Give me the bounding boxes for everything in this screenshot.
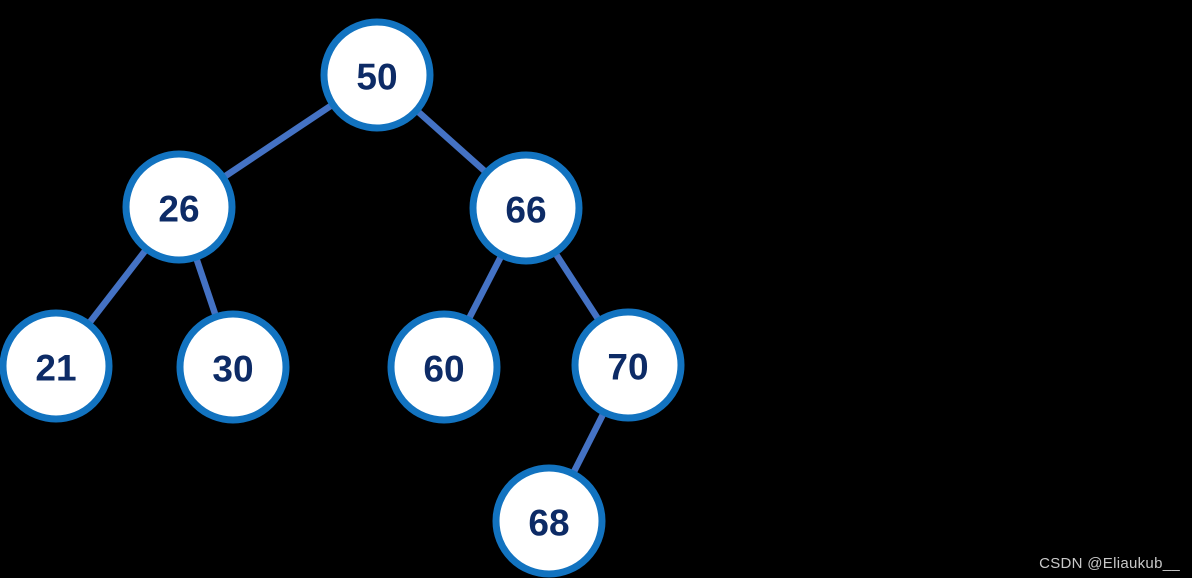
tree-node-circle-30: [176, 310, 290, 424]
tree-node-circle-26: [122, 150, 236, 264]
tree-node-circle-60: [387, 310, 501, 424]
tree-node-26: 26: [122, 150, 236, 264]
watermark-text: CSDN @Eliaukub__: [1039, 555, 1180, 572]
tree-node-60: 60: [387, 310, 501, 424]
tree-node-30: 30: [176, 310, 290, 424]
tree-node-68: 68: [492, 464, 606, 578]
tree-node-50: 50: [320, 18, 434, 132]
tree-node-70: 70: [571, 308, 685, 422]
tree-node-circle-50: [320, 18, 434, 132]
tree-node-circle-70: [571, 308, 685, 422]
tree-node-label-68: 68: [528, 503, 569, 544]
tree-node-circle-66: [469, 151, 583, 265]
tree-node-label-60: 60: [423, 349, 464, 390]
tree-node-label-30: 30: [212, 349, 253, 390]
tree-node-circle-68: [492, 464, 606, 578]
tree-node-label-70: 70: [607, 347, 648, 388]
tree-node-21: 21: [0, 309, 113, 423]
tree-node-circle-21: [0, 309, 113, 423]
tree-node-label-21: 21: [35, 348, 76, 389]
tree-node-label-50: 50: [356, 57, 397, 98]
tree-node-label-26: 26: [158, 189, 199, 230]
tree-node-66: 66: [469, 151, 583, 265]
tree-node-label-66: 66: [505, 190, 546, 231]
